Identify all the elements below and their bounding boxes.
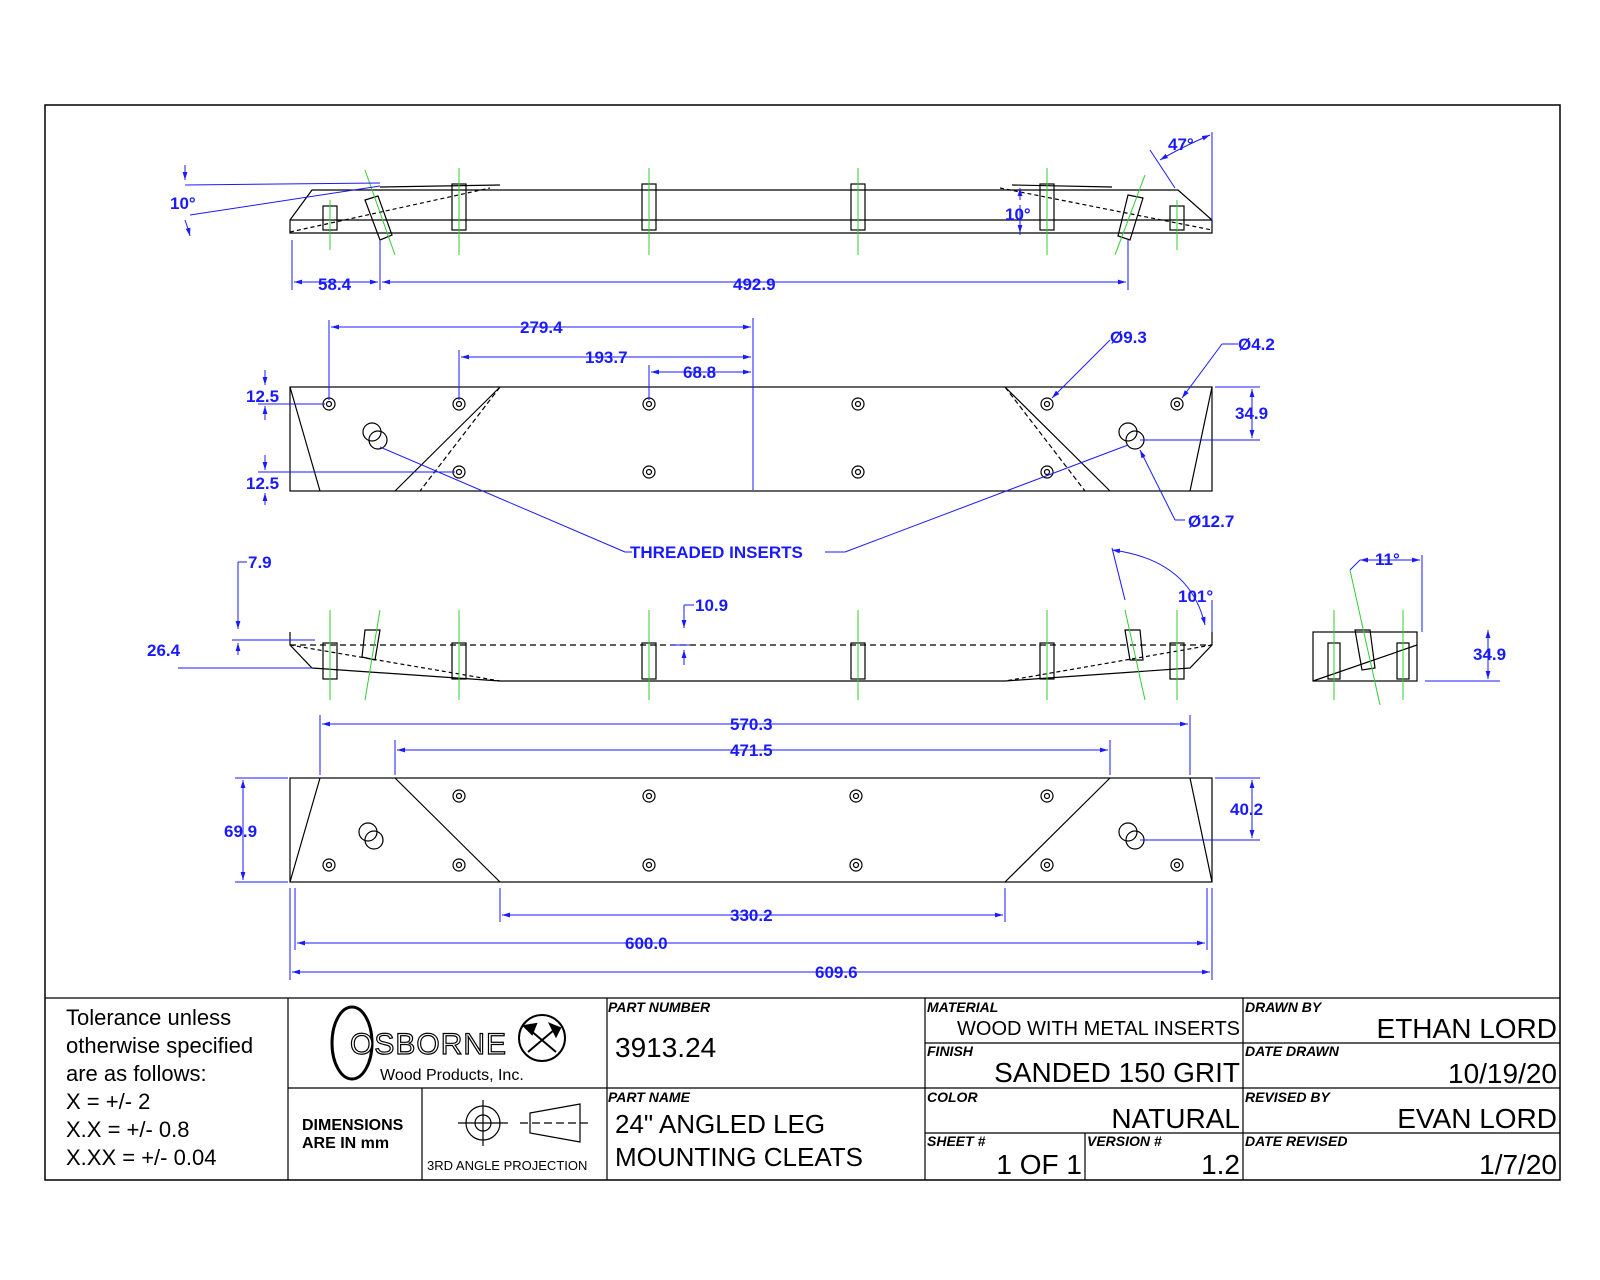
dim-angle-47: 47°	[1168, 135, 1194, 154]
dim-dia-4-2: Ø4.2	[1238, 335, 1275, 354]
dim-330-2: 330.2	[730, 906, 773, 925]
version-label: VERSION #	[1087, 1133, 1162, 1149]
view-end	[1312, 569, 1418, 706]
color-value: NATURAL	[1111, 1103, 1240, 1134]
dim-570-3: 570.3	[730, 715, 773, 734]
dim-34-9-end: 34.9	[1473, 645, 1506, 664]
view-side-top	[289, 168, 1213, 256]
revised-by-value: EVAN LORD	[1397, 1103, 1557, 1134]
dim-69-9: 69.9	[224, 822, 257, 841]
finish-label: FINISH	[927, 1043, 974, 1059]
sheet-label: SHEET #	[927, 1133, 986, 1149]
tolerance-line-3: are as follows:	[66, 1061, 207, 1086]
part-name-line-2: MOUNTING CLEATS	[615, 1142, 863, 1172]
holes-bottom-view	[322, 789, 1184, 872]
title-block	[45, 997, 1560, 1180]
label-threaded-inserts: THREADED INSERTS	[630, 543, 803, 562]
version-value: 1.2	[1201, 1149, 1240, 1180]
tolerance-line-1: Tolerance unless	[66, 1005, 231, 1030]
finish-value: SANDED 150 GRIT	[994, 1057, 1240, 1088]
projection-label: 3RD ANGLE PROJECTION	[427, 1158, 587, 1173]
tolerance-line-4: X = +/- 2	[66, 1089, 150, 1114]
logo-text: OSBORNE	[350, 1028, 507, 1061]
logo-subtitle: Wood Products, Inc.	[380, 1067, 524, 1084]
revised-by-label: REVISED BY	[1245, 1089, 1331, 1105]
tolerance-line-5: X.X = +/- 0.8	[66, 1117, 190, 1142]
dim-609-6: 609.6	[815, 963, 858, 982]
tolerance-line-6: X.XX = +/- 0.04	[66, 1145, 216, 1170]
part-name-label: PART NAME	[608, 1089, 691, 1105]
material-value: WOOD WITH METAL INSERTS	[957, 1018, 1240, 1040]
dim-12-5-bottom: 12.5	[246, 474, 279, 493]
dim-angle-10-left: 10°	[170, 194, 196, 213]
inserts-side-top	[322, 183, 1185, 241]
dims-front	[178, 547, 1213, 669]
tolerance-line-2: otherwise specified	[66, 1033, 253, 1058]
dim-40-2: 40.2	[1230, 800, 1263, 819]
date-revised-label: DATE REVISED	[1245, 1133, 1347, 1149]
part-number-value: 3913.24	[615, 1032, 716, 1063]
inserts-front	[322, 629, 1185, 680]
dim-471-5: 471.5	[730, 741, 773, 760]
dim-26-4: 26.4	[147, 641, 181, 660]
tolerance-notes: Tolerance unless otherwise specified are…	[66, 1005, 253, 1170]
dims-bottom	[235, 715, 1260, 980]
dim-angle-101: 101°	[1178, 587, 1213, 606]
dim-68-8: 68.8	[683, 363, 716, 382]
dim-dia-9-3: Ø9.3	[1110, 328, 1147, 347]
company-logo: OSBORNE Wood Products, Inc.	[330, 1005, 566, 1084]
view-top	[289, 386, 1213, 492]
drawn-by-value: ETHAN LORD	[1377, 1013, 1557, 1044]
drawn-by-label: DRAWN BY	[1245, 999, 1323, 1015]
centerlines-front	[329, 609, 1178, 701]
part-name-line-1: 24" ANGLED LEG	[615, 1109, 825, 1139]
hammer-axe-icon	[518, 1014, 566, 1062]
date-drawn-value: 10/19/20	[1448, 1058, 1557, 1089]
centerlines-side-top	[329, 168, 1178, 256]
dim-58-4: 58.4	[318, 275, 352, 294]
dim-angle-10-right: 10°	[1005, 205, 1031, 224]
dim-279-4: 279.4	[520, 318, 563, 337]
dim-492-9: 492.9	[733, 275, 776, 294]
dim-10-9: 10.9	[695, 596, 728, 615]
dim-34-9-top: 34.9	[1235, 404, 1268, 423]
dim-7-9: 7.9	[248, 553, 272, 572]
dims-end	[1349, 555, 1500, 682]
color-label: COLOR	[927, 1089, 978, 1105]
dim-dia-12-7: Ø12.7	[1188, 512, 1234, 531]
dimensions-note-1: DIMENSIONS	[302, 1117, 404, 1134]
dims-top	[258, 318, 1260, 553]
dim-193-7: 193.7	[585, 348, 628, 367]
dim-angle-11: 11°	[1375, 550, 1400, 569]
dims-side-top	[182, 132, 1213, 290]
date-drawn-label: DATE DRAWN	[1245, 1043, 1340, 1059]
third-angle-projection-icon	[458, 1100, 590, 1146]
dimensions-note-2: ARE IN mm	[302, 1135, 389, 1152]
dim-600-0: 600.0	[625, 934, 668, 953]
view-front	[289, 609, 1213, 701]
view-bottom	[289, 777, 1213, 883]
date-revised-value: 1/7/20	[1479, 1149, 1557, 1180]
material-label: MATERIAL	[927, 999, 998, 1015]
dim-12-5-top: 12.5	[246, 387, 279, 406]
part-number-label: PART NUMBER	[608, 999, 711, 1015]
sheet-value: 1 OF 1	[996, 1149, 1082, 1180]
sheet-border	[44, 104, 1561, 1181]
